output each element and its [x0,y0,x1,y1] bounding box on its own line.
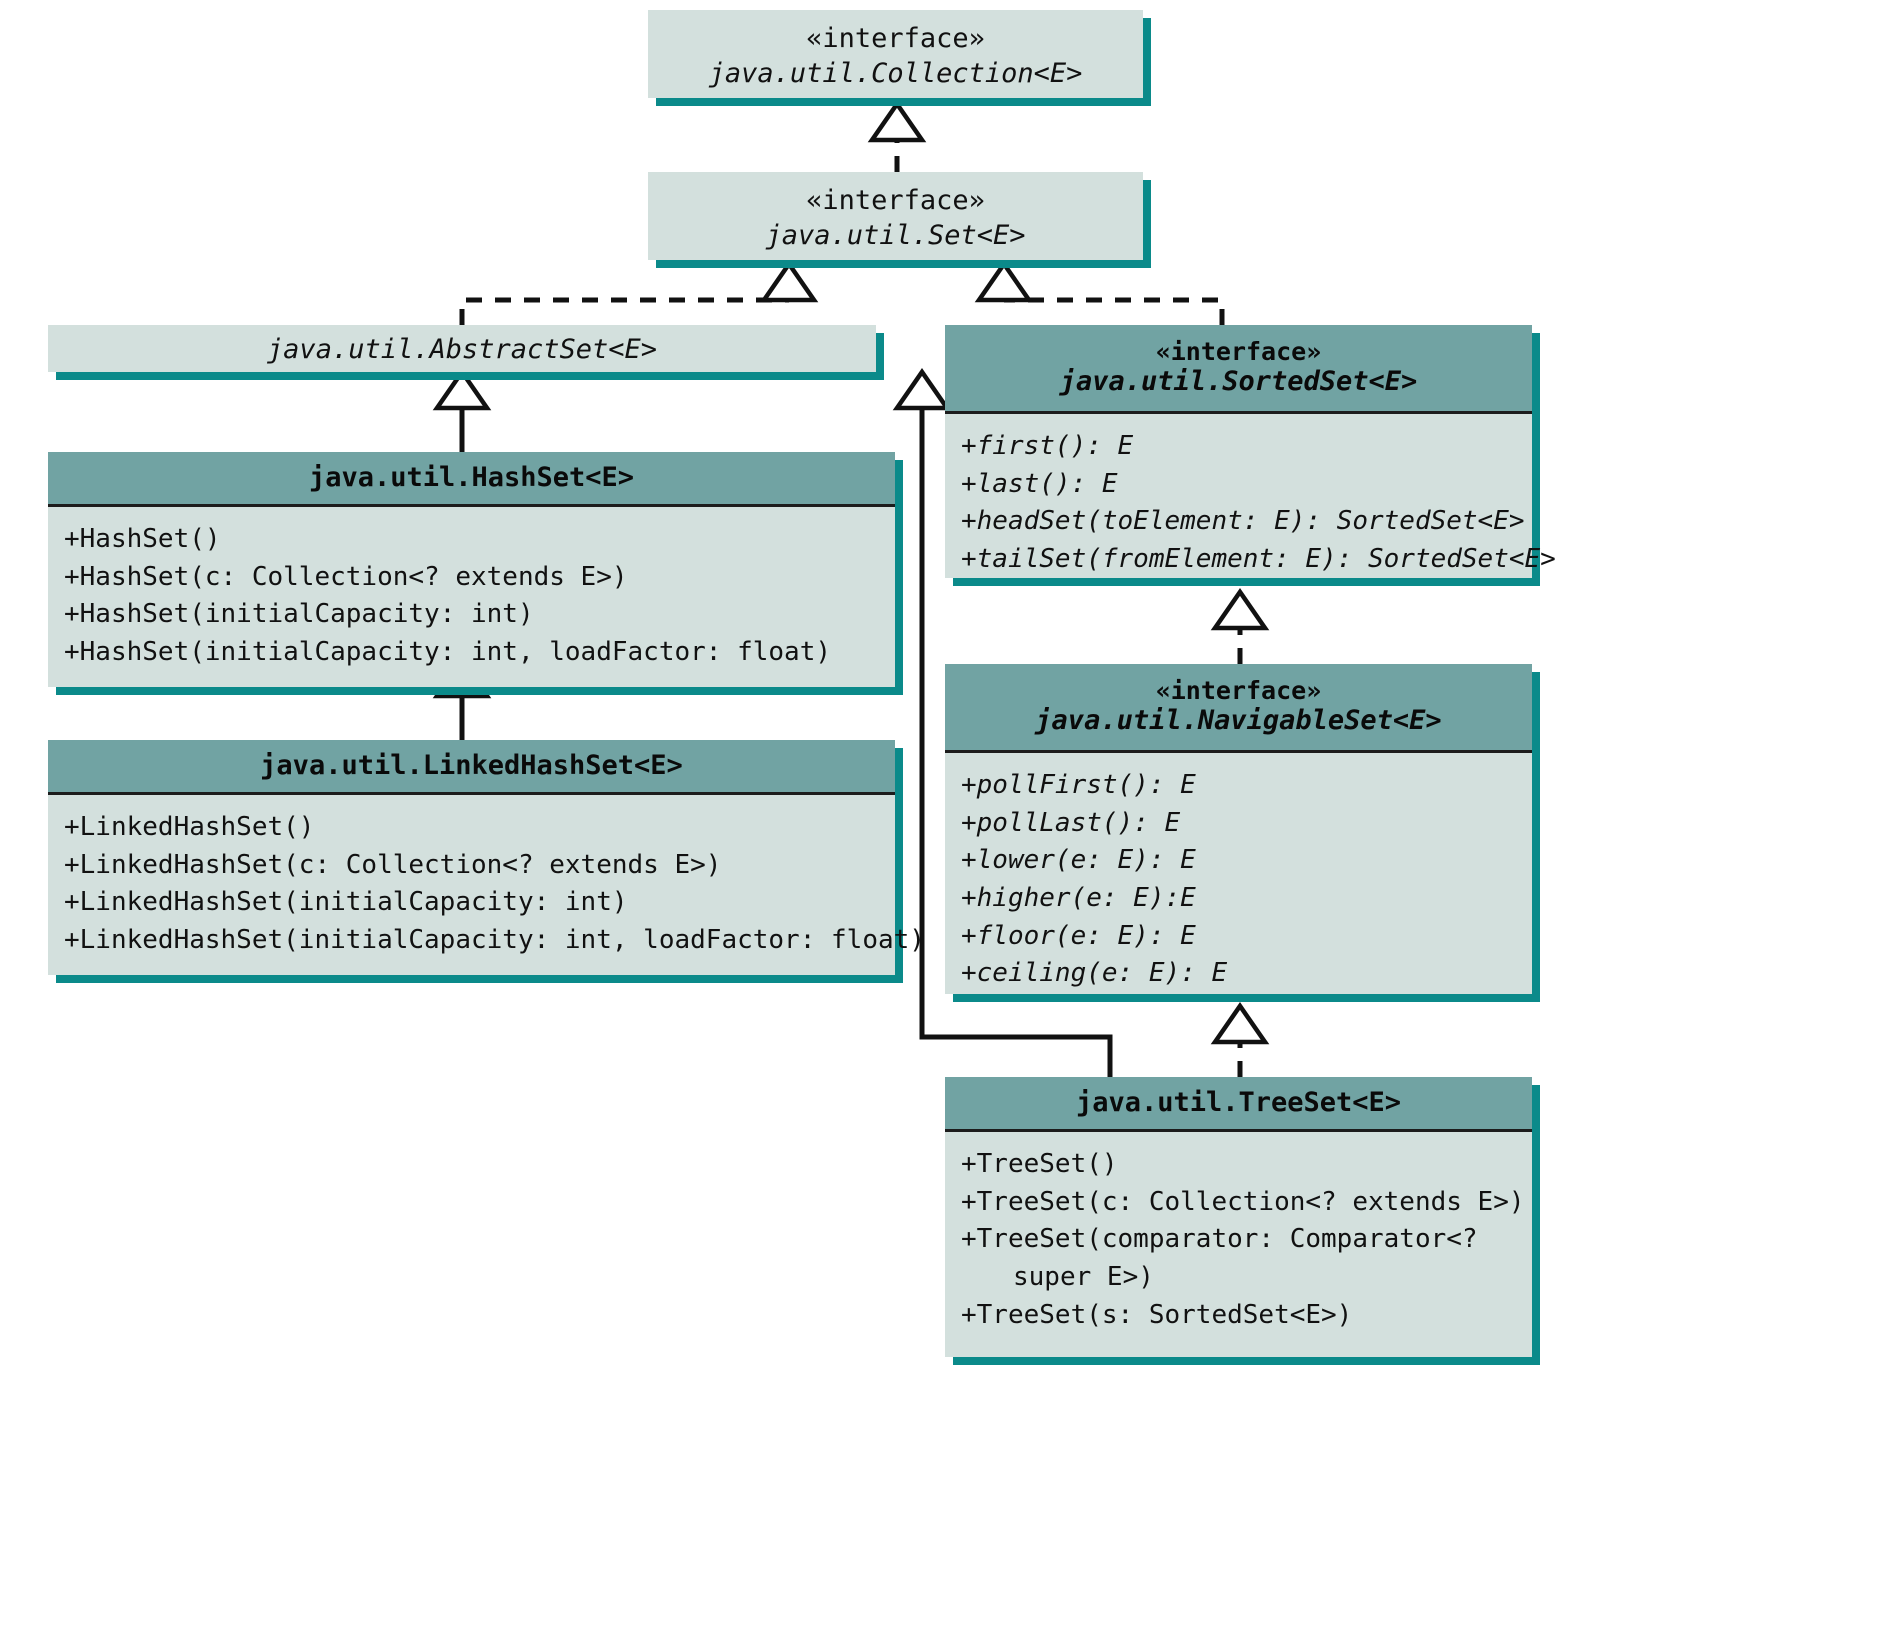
line-treeset-to-navigableset [1210,1002,1270,1077]
box-inner: java.util.LinkedHashSet<E> +LinkedHashSe… [48,740,925,975]
box-inner: java.util.HashSet<E> +HashSet() +HashSet… [48,452,895,687]
method-item: +LinkedHashSet(initialCapacity: int) [64,887,628,918]
box-header: java.util.LinkedHashSet<E> [48,740,895,795]
box-members: +pollFirst(): E +pollLast(): E +lower(e:… [945,753,1532,994]
line-sortedset-to-set [974,260,1225,325]
box-members: +HashSet() +HashSet(c: Collection<? exte… [48,507,895,687]
box-title: «interface» java.util.Set<E> [648,172,1143,265]
box-header: java.util.HashSet<E> [48,452,895,507]
box-title: java.util.AbstractSet<E> [48,325,876,376]
method-item: +tailSet(fromElement: E): SortedSet<E> [961,544,1556,575]
method-item: +LinkedHashSet(c: Collection<? extends E… [64,849,722,880]
class-name-label: java.util.Set<E> [765,219,1026,251]
class-box-linkedhashset[interactable]: java.util.LinkedHashSet<E> +LinkedHashSe… [48,740,925,983]
method-item: +HashSet(initialCapacity: int) [64,599,534,630]
method-item: +higher(e: E):E [961,883,1196,914]
class-name-label: java.util.Collection<E> [708,57,1083,89]
method-item: +TreeSet(c: Collection<? extends E>) [961,1186,1525,1217]
class-box-treeset[interactable]: java.util.TreeSet<E> +TreeSet() +TreeSet… [945,1077,1540,1365]
box-inner: java.util.AbstractSet<E> [48,325,876,372]
box-inner: «interface» java.util.Set<E> [648,172,1143,260]
class-box-set[interactable]: «interface» java.util.Set<E> [648,172,1151,268]
method-item: +ceiling(e: E): E [961,958,1228,989]
method-item-continuation: super E>) [1013,1262,1154,1293]
method-item: +LinkedHashSet(initialCapacity: int, loa… [64,925,925,956]
method-item: +TreeSet() [961,1149,1118,1179]
class-box-navigableset[interactable]: «interface» java.util.NavigableSet<E> +p… [945,664,1540,1002]
method-item: +HashSet(initialCapacity: int, loadFacto… [64,637,832,668]
class-name-label: java.util.SortedSet<E> [1059,366,1418,397]
stereotype-label: «interface» [806,185,985,216]
stereotype-label: «interface» [1155,676,1322,705]
class-name-label: java.util.AbstractSet<E> [266,334,658,365]
box-members: +LinkedHashSet() +LinkedHashSet(c: Colle… [48,795,925,975]
box-header: java.util.TreeSet<E> [945,1077,1532,1132]
method-item: +headSet(toElement: E): SortedSet<E> [961,506,1525,537]
method-item: +TreeSet(comparator: Comparator<? [961,1224,1478,1255]
box-title: «interface» java.util.Collection<E> [648,10,1143,103]
class-name-label: java.util.LinkedHashSet<E> [260,750,683,781]
class-box-sortedset[interactable]: «interface» java.util.SortedSet<E> +firs… [945,325,1556,586]
method-item: +LinkedHashSet() [64,812,315,842]
class-box-collection[interactable]: «interface» java.util.Collection<E> [648,10,1151,106]
class-name-label: java.util.NavigableSet<E> [1035,705,1442,736]
class-box-hashset[interactable]: java.util.HashSet<E> +HashSet() +HashSet… [48,452,903,695]
method-item: +last(): E [961,468,1118,499]
method-item: +TreeSet(s: SortedSet<E>) [961,1299,1353,1330]
line-abstractset-to-set [459,260,819,325]
box-inner: «interface» java.util.Collection<E> [648,10,1143,98]
box-members: +first(): E +last(): E +headSet(toElemen… [945,414,1556,578]
method-item: +HashSet(c: Collection<? extends E>) [64,561,628,592]
line-set-to-collection [867,100,927,172]
stereotype-label: «interface» [806,23,985,54]
line-hashset-to-abstractset [432,368,492,452]
box-inner: «interface» java.util.NavigableSet<E> +p… [945,664,1532,994]
class-name-label: java.util.TreeSet<E> [1075,1087,1402,1118]
method-item: +floor(e: E): E [961,920,1196,951]
method-item: +pollLast(): E [961,807,1181,838]
line-navigableset-to-sortedset [1210,588,1270,664]
box-members: +TreeSet() +TreeSet(c: Collection<? exte… [945,1132,1532,1357]
method-item: +pollFirst(): E [961,770,1196,800]
class-name-label: java.util.HashSet<E> [308,462,635,493]
stereotype-label: «interface» [1155,337,1322,366]
method-item: +first(): E [961,431,1134,461]
box-header: «interface» java.util.SortedSet<E> [945,325,1532,414]
method-item: +HashSet() [64,524,221,554]
box-inner: «interface» java.util.SortedSet<E> +firs… [945,325,1556,578]
box-header: «interface» java.util.NavigableSet<E> [945,664,1532,753]
class-box-abstractset[interactable]: java.util.AbstractSet<E> [48,325,884,380]
method-item: +lower(e: E): E [961,845,1196,876]
box-inner: java.util.TreeSet<E> +TreeSet() +TreeSet… [945,1077,1532,1357]
